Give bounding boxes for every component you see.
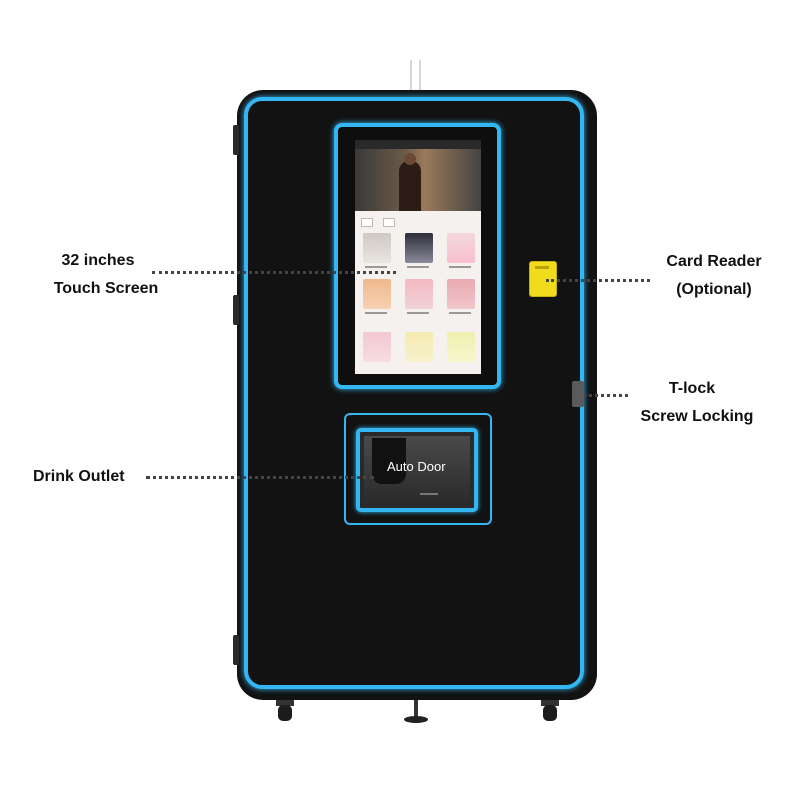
product-caption xyxy=(449,312,471,314)
product-tile[interactable] xyxy=(447,332,475,362)
t-lock xyxy=(572,381,584,407)
product-tile[interactable] xyxy=(447,279,475,309)
wheel-tire xyxy=(278,705,292,721)
drink-outlet-outer-frame xyxy=(344,413,492,525)
t-lock-leader-line xyxy=(584,394,628,397)
screen-banner-image xyxy=(355,149,481,211)
card-reader-callout: Card Reader (Optional) xyxy=(655,248,773,304)
touch-screen-callout: 32 inches Touch Screen xyxy=(46,247,166,303)
leveling-foot xyxy=(404,716,428,723)
auto-door-label: Auto Door xyxy=(387,459,446,474)
drink-outlet-callout: Drink Outlet xyxy=(33,463,125,491)
wheel-bracket xyxy=(276,700,294,706)
product-tile[interactable] xyxy=(363,279,391,309)
banner-person-head xyxy=(404,153,416,165)
touch-screen-callout-line1: 32 inches xyxy=(61,252,135,269)
product-caption xyxy=(449,266,471,268)
caster-wheel-left xyxy=(276,700,294,722)
antenna-right xyxy=(419,60,421,90)
wheel-tire xyxy=(543,705,557,721)
touch-screen-leader-line xyxy=(152,271,396,274)
card-reader-leader-line xyxy=(546,279,650,282)
wheel-bracket xyxy=(541,700,559,706)
product-caption xyxy=(407,266,429,268)
product-tile[interactable] xyxy=(405,332,433,362)
leveling-foot-stem xyxy=(414,700,418,718)
antenna-left xyxy=(410,60,412,90)
card-reader-callout-line2: (Optional) xyxy=(676,281,752,298)
drink-outlet-leader-line xyxy=(146,476,374,479)
touch-screen[interactable] xyxy=(355,140,481,374)
product-caption xyxy=(407,312,429,314)
card-reader-callout-line1: Card Reader xyxy=(666,253,762,270)
card-slot xyxy=(535,266,549,269)
product-tile[interactable] xyxy=(363,332,391,362)
t-lock-callout-line1: T-lock xyxy=(668,380,716,397)
door-hinge-bottom xyxy=(233,635,239,665)
touch-screen-callout-line2: Touch Screen xyxy=(53,280,159,297)
screen-tab[interactable] xyxy=(383,218,395,227)
t-lock-callout-line2: Screw Locking xyxy=(640,408,754,425)
banner-person xyxy=(399,161,421,211)
cup-holder xyxy=(372,438,406,484)
product-tile[interactable] xyxy=(363,233,391,263)
drink-outlet-callout-line1: Drink Outlet xyxy=(33,468,125,485)
t-lock-callout: T-lock Screw Locking xyxy=(630,375,764,431)
product-caption xyxy=(365,266,387,268)
screen-tab[interactable] xyxy=(361,218,373,227)
outlet-slot xyxy=(420,493,438,495)
screen-status-bar xyxy=(355,140,481,149)
product-tile[interactable] xyxy=(447,233,475,263)
product-caption xyxy=(365,312,387,314)
door-hinge-top xyxy=(233,125,239,155)
product-tile[interactable] xyxy=(405,233,433,263)
product-tile[interactable] xyxy=(405,279,433,309)
caster-wheel-right xyxy=(541,700,559,722)
door-hinge-middle xyxy=(233,295,239,325)
